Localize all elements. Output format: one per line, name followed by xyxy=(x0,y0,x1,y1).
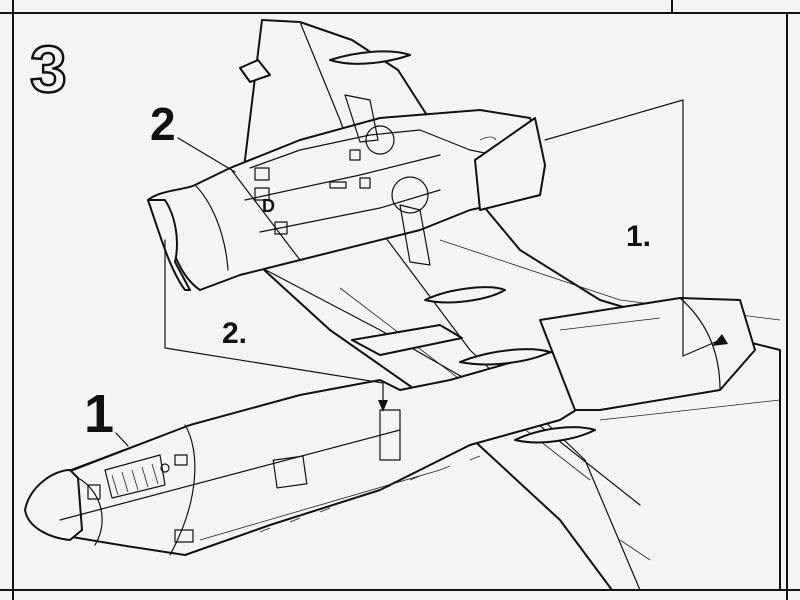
assembly-step-label-2: 2. xyxy=(222,317,247,350)
assembly-arrow-2 xyxy=(164,239,388,412)
callout-label-1: 1 xyxy=(84,384,114,444)
callout-leader-2 xyxy=(177,137,236,173)
callout-label-2: 2 xyxy=(150,98,176,150)
underwing-pods xyxy=(239,50,781,444)
panel-letter: D xyxy=(262,196,275,216)
step-number: 3 xyxy=(30,32,67,106)
callout-leader-1 xyxy=(115,432,129,447)
assembly-arrow-1 xyxy=(544,99,728,357)
assembly-step-label-1: 1. xyxy=(626,220,651,253)
engine-nacelle xyxy=(147,94,546,291)
